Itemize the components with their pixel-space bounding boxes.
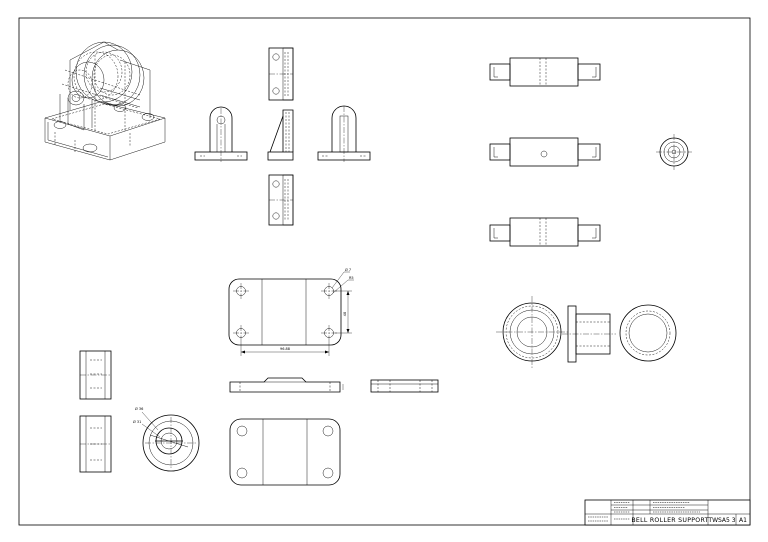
bracket-top-view — [268, 47, 294, 101]
bracket-bottom-view — [268, 174, 294, 226]
sheet-number: TWSA5 3 — [707, 517, 735, 524]
roller-side-view-2 — [79, 415, 112, 473]
base-plate-side-view — [370, 379, 439, 393]
base-plate-height-dimension: 48 — [343, 312, 347, 316]
drawing-title: BELL ROLLER SUPPORT — [631, 517, 708, 524]
shaft-end-view — [656, 134, 692, 170]
bracket-front-view — [194, 106, 248, 162]
roller-diameter-callout-outer: Ø 36 — [135, 406, 143, 411]
shaft-view-1 — [489, 57, 601, 87]
isometric-view — [44, 41, 166, 161]
roller-side-view-1 — [79, 350, 112, 400]
roller-end-view — [141, 411, 200, 472]
bracket-rear-view — [317, 105, 371, 162]
bushing-section-view — [562, 305, 616, 363]
drawing-border — [18, 17, 751, 526]
shaft-view-2 — [489, 137, 601, 167]
base-plate-width-dimension: 96.88 — [280, 347, 290, 351]
bracket-side-view — [267, 109, 294, 161]
base-plate-bottom-view — [229, 418, 341, 486]
title-block — [584, 499, 751, 526]
roller-diameter-callout-inner: Ø 31 — [133, 419, 141, 424]
hole-diameter-callout: Ø 7 — [345, 267, 351, 272]
sheet-size: A1 — [739, 517, 747, 524]
shaft-view-3 — [489, 217, 601, 247]
bushing-rear-view — [619, 304, 677, 362]
bushing-front-view — [496, 296, 568, 368]
hole-radius-callout: R5 — [349, 276, 354, 280]
base-plate-top-view — [228, 271, 354, 356]
base-plate-front-view — [229, 377, 344, 393]
